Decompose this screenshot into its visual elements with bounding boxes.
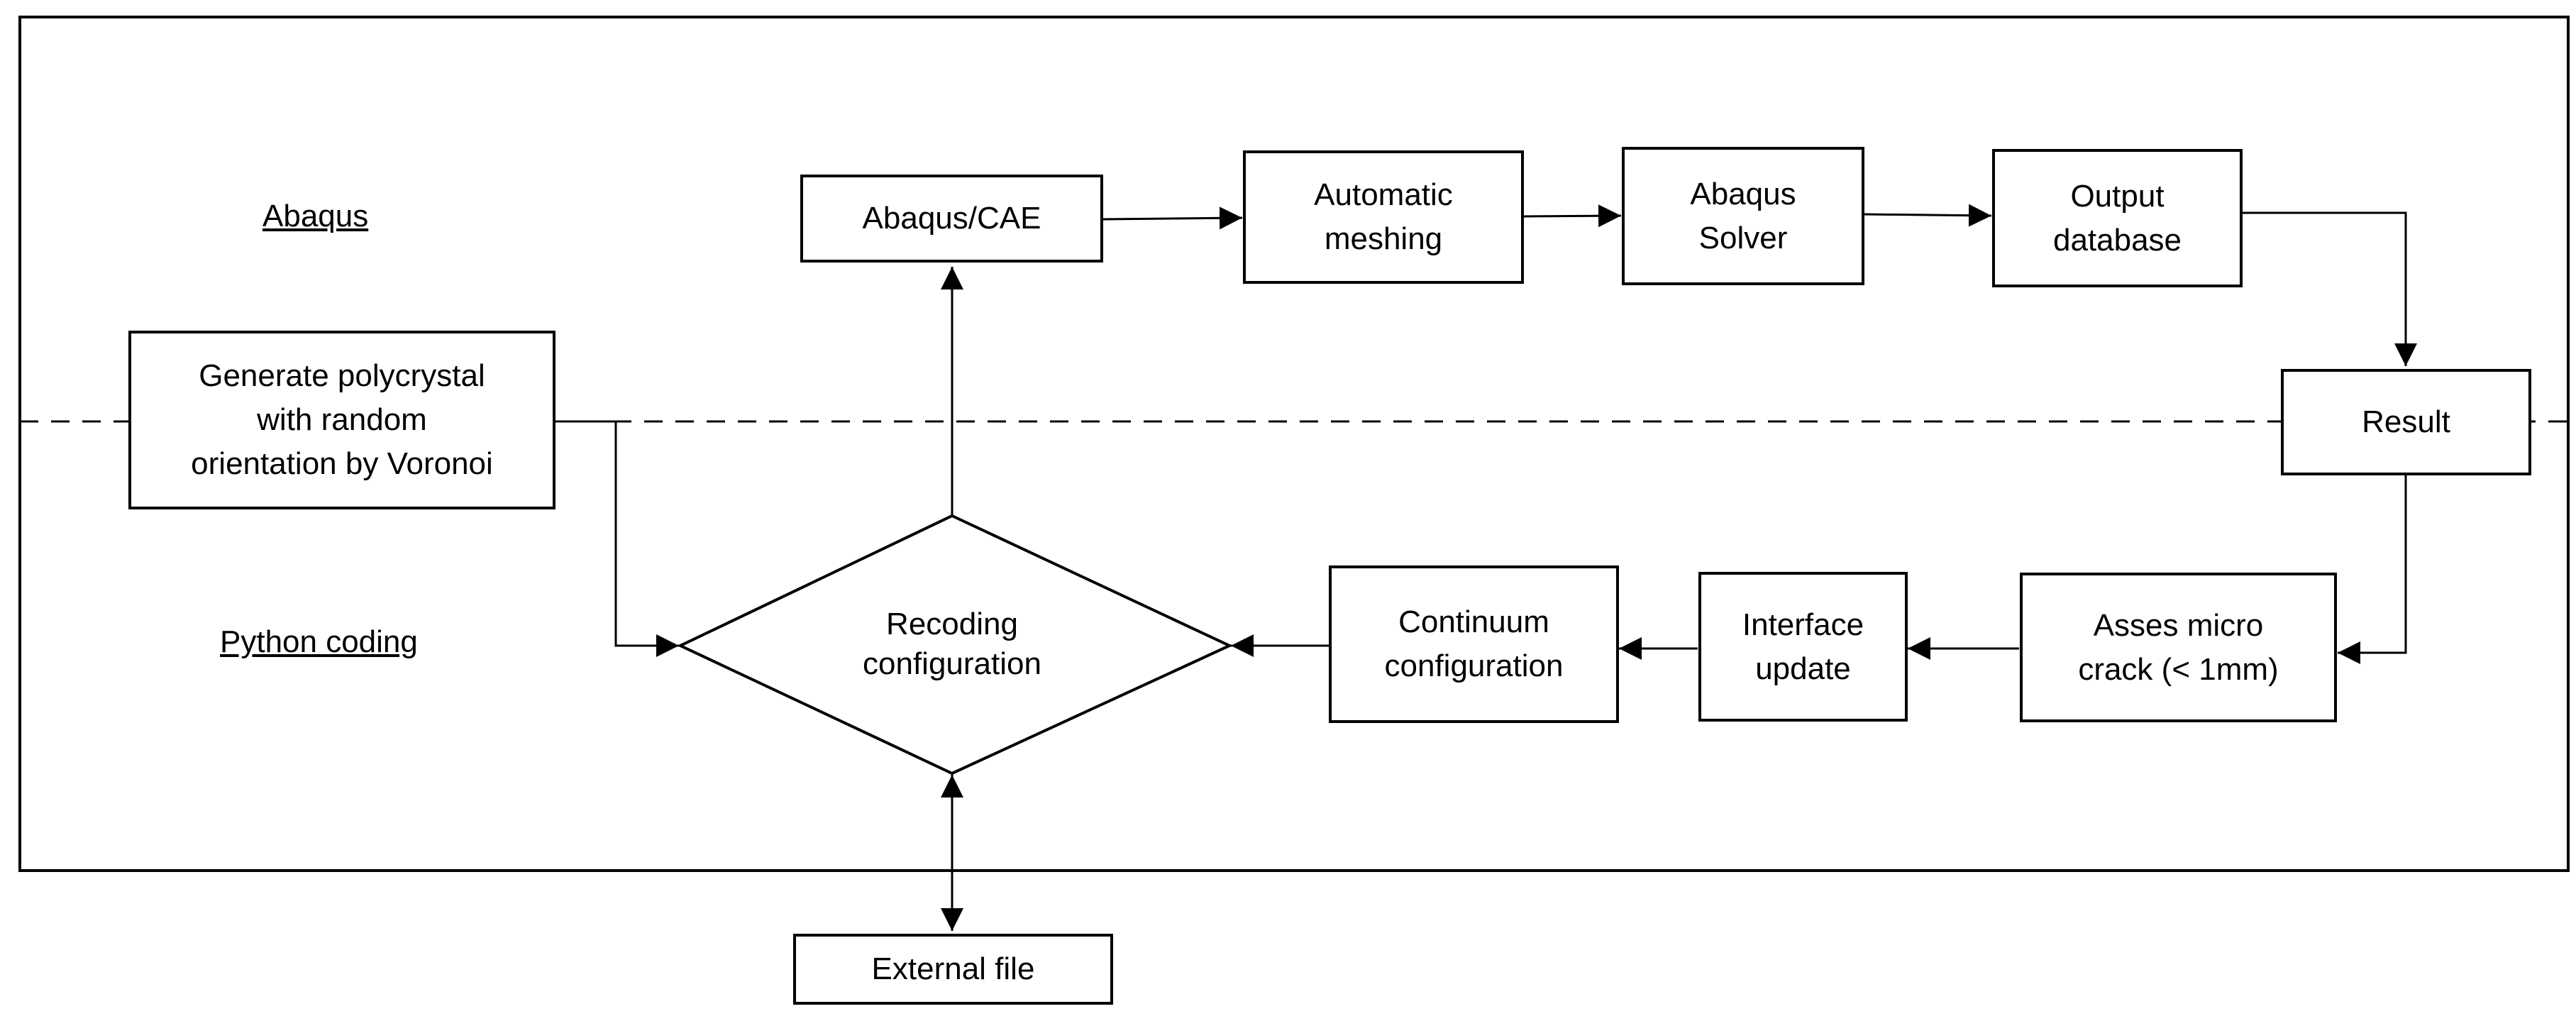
node-external-file-label: External file <box>871 951 1035 986</box>
lane-label-python-coding: Python coding <box>220 624 418 659</box>
connector-result-to-assess <box>2338 475 2407 664</box>
node-generate-polycrystal[interactable]: Generate polycrystal with random orienta… <box>128 331 555 509</box>
node-abaqus-solver-label: Abaqus Solver <box>1690 176 1796 255</box>
node-output-database[interactable]: Output database <box>1992 149 2243 287</box>
node-result[interactable]: Result <box>2281 369 2531 475</box>
node-continuum-configuration-label: Continuum configuration <box>1384 605 1564 683</box>
node-abaqus-cae[interactable]: Abaqus/CAE <box>800 175 1103 263</box>
node-recoding-configuration-label: Recoding configuration <box>863 607 1041 681</box>
node-result-label: Result <box>2362 404 2450 439</box>
node-continuum-configuration[interactable]: Continuum configuration <box>1329 565 1619 723</box>
node-generate-polycrystal-label: Generate polycrystal with random orienta… <box>191 358 493 481</box>
node-abaqus-cae-label: Abaqus/CAE <box>862 201 1041 236</box>
connector-generate-to-recoding <box>555 420 679 657</box>
node-abaqus-solver[interactable]: Abaqus Solver <box>1622 147 1864 285</box>
connector-output-to-result <box>2243 211 2417 366</box>
node-assess-micro-crack[interactable]: Asses micro crack (< 1mm) <box>2020 573 2337 722</box>
node-automatic-meshing[interactable]: Automatic meshing <box>1243 150 1524 284</box>
recoding-diamond[interactable] <box>677 514 1233 776</box>
node-automatic-meshing-label: Automatic meshing <box>1314 177 1453 256</box>
lane-label-abaqus: Abaqus <box>262 199 369 233</box>
node-external-file[interactable]: External file <box>793 934 1113 1005</box>
node-assess-micro-crack-label: Asses micro crack (< 1mm) <box>2078 607 2279 687</box>
node-interface-update-label: Interface update <box>1742 607 1864 686</box>
connector-abaqus-cae-to-meshing <box>1102 206 1243 230</box>
connector-solver-to-output <box>1864 204 1992 227</box>
node-output-database-label: Output database <box>2052 178 2182 258</box>
node-interface-update[interactable]: Interface update <box>1698 572 1908 722</box>
outer-frame <box>18 16 2570 872</box>
